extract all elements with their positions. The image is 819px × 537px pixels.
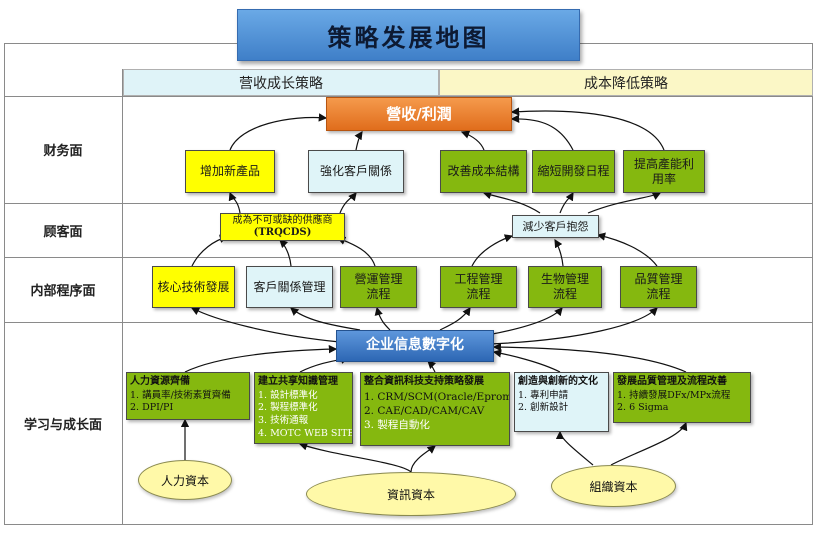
learning-hr: 人力資源齊備 1. 講員率/技術素質齊備 2. DPI/PI [126,372,250,420]
list-item: 1. 設計標準化 [258,389,318,401]
column-header-cost-reduction: 成本降低策略 [439,69,813,96]
list-item: 1. 講員率/技術素質齊備 [130,389,231,401]
row-divider [4,257,813,258]
list-item: 3. 技術通報 [258,415,309,427]
page-title: 策略发展地图 [237,9,580,61]
column-header-revenue-growth: 营收成长策略 [123,69,439,96]
list-item: 4. MOTC WEB SITE [258,427,353,439]
internal-bio-management: 生物管理流程 [528,266,602,308]
supplier-label: 成為不可或缺的供應商 [232,215,333,226]
row-label-customer: 顾客面 [43,224,83,240]
list-item: 2. 創新設計 [518,402,569,414]
internal-crm: 客戶關係管理 [246,266,333,308]
learning-quality-title: 發展品質管理及流程改善 [617,376,727,387]
row-divider [4,322,813,323]
internal-quality: 品質管理流程 [620,266,697,308]
learning-integration-title: 整合資訊科技支持策略發展 [364,376,484,387]
enterprise-digitalization: 企业信息數字化 [336,330,494,362]
financial-shorten-development: 縮短開發日程 [532,150,615,193]
learning-culture-title: 創造與創新的文化 [518,376,598,387]
learning-innovation-culture: 創造與創新的文化 1. 專利申請 2. 創新設計 [514,372,609,432]
financial-capacity-utilization: 提高產能利用率 [623,150,705,193]
financial-new-products: 增加新產品 [185,150,275,193]
financial-customer-relations: 強化客戶關係 [308,150,404,193]
list-item: 2. 製程標準化 [258,402,318,414]
supplier-trqcds: (TRQCDS) [253,227,312,238]
list-item: 1. 持續發展DFx/MPx流程 [617,389,731,401]
learning-knowledge: 建立共享知識管理 1. 設計標準化 2. 製程標準化 3. 技術通報 4. MO… [254,372,353,444]
goal-revenue-profit: 營收/利潤 [326,97,512,131]
row-label-learning: 学习与成长面 [23,418,102,433]
learning-quality-improvement: 發展品質管理及流程改善 1. 持續發展DFx/MPx流程 2. 6 Sigma [613,372,751,423]
internal-core-technology: 核心技術發展 [152,266,235,308]
row-label-internal: 内部程序面 [30,284,96,299]
learning-it-integration: 整合資訊科技支持策略發展 1. CRM/SCM(Oracle/Eproms) 2… [360,372,510,446]
learning-knowledge-title: 建立共享知識管理 [258,376,338,387]
row-label-financial: 财务面 [43,144,83,159]
label-column-divider [122,69,123,525]
list-item: 2. DPI/PI [130,402,174,414]
customer-indispensable-supplier: 成為不可或缺的供應商 (TRQCDS) [220,213,345,241]
row-divider [4,203,813,204]
list-item: 1. CRM/SCM(Oracle/Eproms) [364,390,510,403]
customer-reduce-complaints: 減少客戶抱怨 [512,215,599,238]
list-item: 2. CAE/CAD/CAM/CAV [364,404,485,417]
organization-capital: 組織資本 [551,465,676,507]
human-capital: 人力資本 [138,460,232,500]
list-item: 3. 製程自動化 [364,418,430,431]
financial-cost-structure: 改善成本結構 [440,150,527,193]
internal-operations: 營運管理流程 [340,266,417,308]
list-item: 1. 專利申請 [518,389,569,401]
list-item: 2. 6 Sigma [617,402,669,414]
internal-engineering: 工程管理流程 [440,266,517,308]
learning-hr-title: 人力資源齊備 [130,376,190,387]
row-divider [4,96,813,97]
information-capital: 資訊資本 [306,472,516,516]
